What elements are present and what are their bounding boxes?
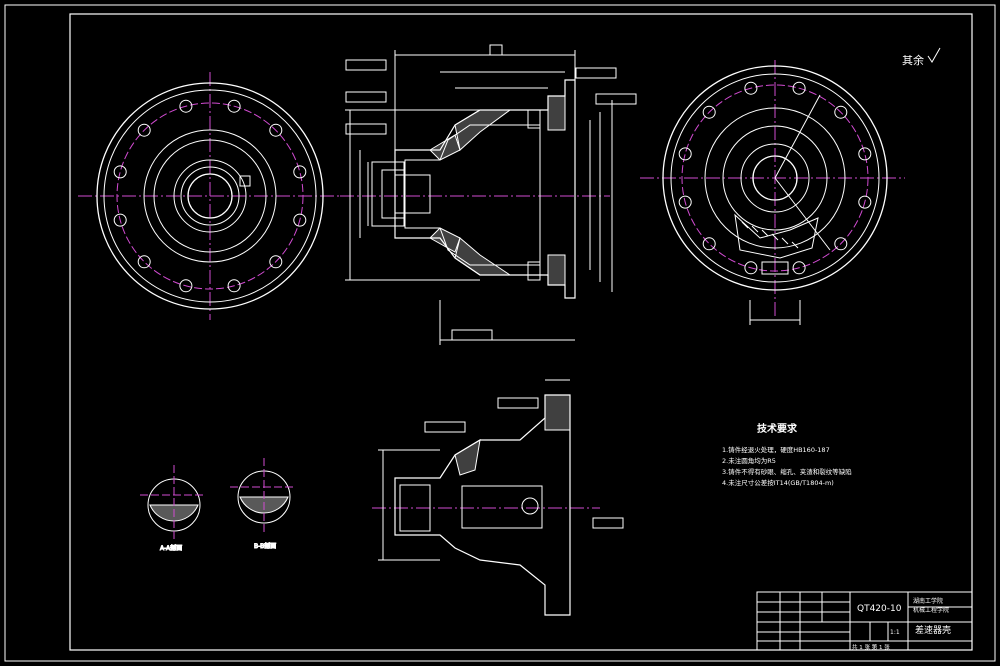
bolt-hole	[858, 195, 872, 209]
bolt-hole	[702, 105, 716, 119]
svg-text:1.铸件经退火处理，硬度HB160-187: 1.铸件经退火处理，硬度HB160-187	[722, 445, 830, 454]
roughness-note: 其余	[902, 47, 941, 67]
bolt-hole	[137, 123, 151, 137]
bolt-hole	[137, 255, 151, 269]
svg-text:A-A剖面: A-A剖面	[160, 544, 182, 552]
svg-text:机械工程学院: 机械工程学院	[913, 606, 949, 614]
svg-text:QT420-10: QT420-10	[857, 604, 902, 614]
svg-text:差速器壳: 差速器壳	[915, 624, 951, 636]
bolt-hole	[293, 165, 307, 179]
bolt-hole	[293, 213, 307, 227]
bolt-hole	[792, 261, 806, 275]
title-block: QT420-10 湖南工学院 机械工程学院 差速器壳 1:1 共 1 张 第 1…	[756, 591, 973, 651]
outer-border	[4, 4, 996, 662]
svg-text:技术要求: 技术要求	[757, 422, 798, 435]
bolt-hole	[858, 147, 872, 161]
left-bolt-holes	[113, 99, 307, 293]
svg-text:2.未注圆角均为R5: 2.未注圆角均为R5	[722, 456, 776, 465]
svg-text:共 1 张 第 1 张: 共 1 张 第 1 张	[852, 643, 890, 651]
drawing-frame	[69, 13, 973, 651]
left-flange-view	[78, 72, 345, 320]
bolt-hole	[227, 99, 241, 113]
bolt-hole	[179, 279, 193, 293]
svg-text:4.未注尺寸公差按IT14(GB/T1804-m): 4.未注尺寸公差按IT14(GB/T1804-m)	[722, 478, 834, 487]
bolt-hole	[744, 81, 758, 95]
bolt-hole	[269, 123, 283, 137]
svg-text:B-B剖面: B-B剖面	[254, 542, 276, 550]
bolt-hole	[702, 237, 716, 251]
main-section-view	[340, 44, 637, 345]
bolt-hole	[269, 255, 283, 269]
bolt-hole	[834, 105, 848, 119]
bolt-hole	[113, 165, 127, 179]
bolt-hole	[179, 99, 193, 113]
svg-text:1:1: 1:1	[890, 629, 900, 636]
bolt-hole	[227, 279, 241, 293]
right-bolt-holes	[678, 81, 872, 275]
flange-outer-circle	[96, 82, 324, 310]
svg-text:湖南工学院: 湖南工学院	[913, 597, 943, 605]
bottom-section-view	[372, 379, 624, 616]
tech-requirements: 技术要求 1.铸件经退火处理，硬度HB160-187 2.未注圆角均为R5 3.…	[722, 422, 852, 487]
bolt-hole	[744, 261, 758, 275]
bolt-hole	[792, 81, 806, 95]
bolt-circle	[116, 102, 304, 290]
small-section-left: A-A剖面	[140, 465, 205, 553]
bolt-hole	[834, 237, 848, 251]
svg-text:3.铸件不得有砂眼、缩孔、夹渣和裂纹等缺陷: 3.铸件不得有砂眼、缩孔、夹渣和裂纹等缺陷	[722, 467, 852, 476]
small-section-right: B-B剖面	[230, 458, 295, 551]
bolt-hole	[678, 147, 692, 161]
svg-text:其余: 其余	[902, 53, 924, 67]
right-flange-view	[640, 60, 905, 325]
bolt-hole	[678, 195, 692, 209]
bolt-hole	[113, 213, 127, 227]
